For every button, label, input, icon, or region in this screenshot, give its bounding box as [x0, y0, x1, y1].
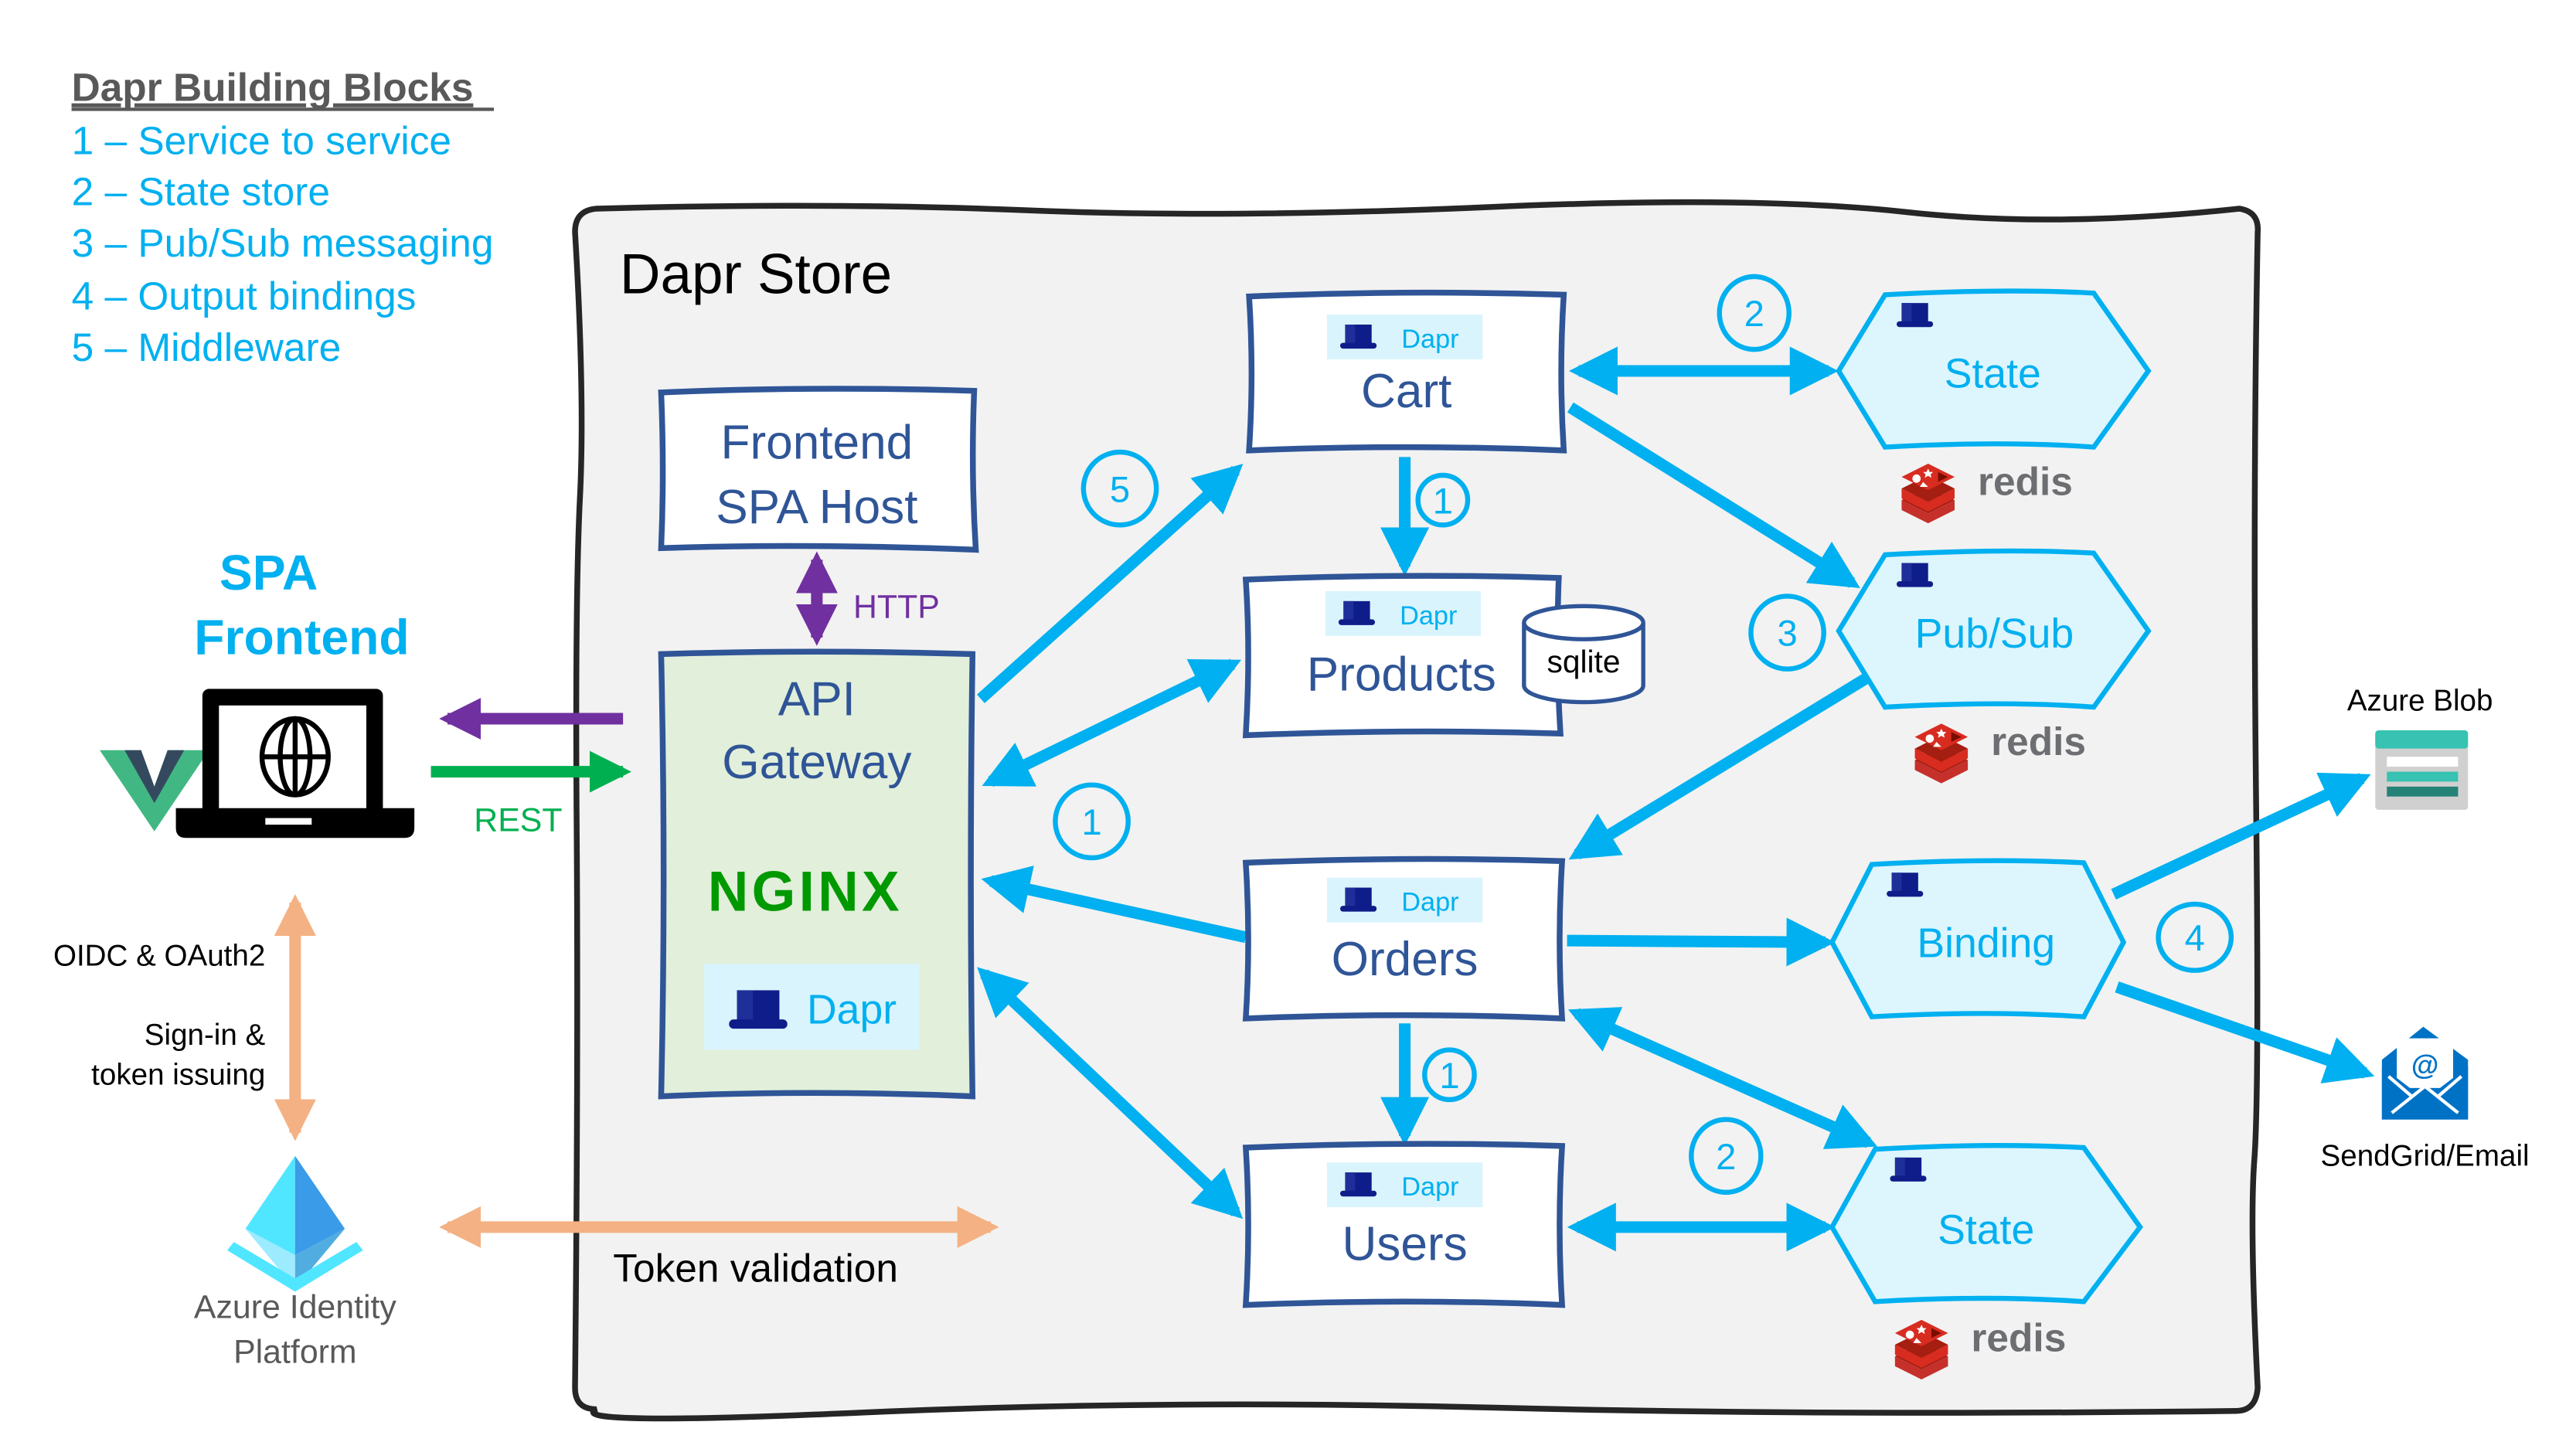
legend-item-state-store: 2 – State store [72, 169, 330, 214]
gateway-dapr-label: Dapr [807, 987, 897, 1032]
badge-4-circle [2156, 901, 2234, 973]
badge-5: 5 [1110, 468, 1130, 509]
svg-text:@: @ [2411, 1049, 2438, 1081]
legend-item-middleware: 5 – Middleware [72, 325, 342, 369]
badge-1-orders-users-circle [1422, 1047, 1477, 1103]
sendgrid-label: SendGrid/Email [2321, 1140, 2530, 1173]
legend-item-pubsub: 3 – Pub/Sub messaging [72, 220, 494, 265]
users-state-component[interactable]: State [1829, 1143, 2143, 1304]
redis-label: redis [1971, 1315, 2066, 1360]
arrow-orders-binding [1567, 917, 1836, 967]
products-name: Products [1307, 648, 1496, 702]
token-validation-label: Token validation [613, 1246, 898, 1291]
users-state-name: State [1938, 1207, 2034, 1253]
badge-1-gateway-orders-circle [1053, 782, 1131, 861]
pubsub-name: Pub/Sub [1915, 611, 2074, 657]
sendgrid-email-icon[interactable]: @ [2381, 1026, 2469, 1120]
laptop-globe-icon [175, 689, 415, 838]
binding-name: Binding [1917, 921, 2055, 967]
redis-users-state: redis [1894, 1315, 2066, 1379]
badge-1-gateway-orders: 1 [1081, 801, 1101, 842]
badge-1-orders-users: 1 [1439, 1055, 1459, 1096]
signin-label-line2: token issuing [91, 1059, 265, 1092]
vue-logo-icon [100, 750, 209, 832]
cart-state-component[interactable]: State [1836, 288, 2152, 450]
badge-5-circle [1080, 449, 1159, 528]
cart-name: Cart [1361, 365, 1451, 418]
nginx-logo: NGINX [708, 861, 903, 923]
gateway-line1: API [778, 673, 856, 726]
arrow-gateway-users [977, 967, 1244, 1219]
dapr-hat-icon [1340, 1172, 1377, 1197]
redis-pubsub: redis [1914, 719, 2086, 784]
badge-1-cart-products-circle [1415, 472, 1471, 528]
arrow-pubsub-orders [1568, 674, 1869, 860]
products-service-box[interactable]: Dapr Products sqlite [1242, 573, 1645, 739]
cart-dapr-label: Dapr [1401, 325, 1458, 354]
frontend-host-line2: SPA Host [716, 481, 917, 534]
frontend-spa-host-box[interactable]: Frontend SPA Host [658, 386, 979, 553]
pubsub-component[interactable]: Pub/Sub [1836, 548, 2152, 710]
sqlite-label: sqlite [1547, 644, 1620, 679]
badge-1-cart-products: 1 [1433, 480, 1453, 521]
sqlite-db-icon: sqlite [1522, 604, 1645, 705]
redis-cart-state: redis [1901, 459, 2073, 524]
badge-3: 3 [1777, 613, 1797, 654]
badge-2-cart: 2 [1744, 293, 1764, 334]
signin-label-line1: Sign-in & [145, 1019, 266, 1052]
orders-dapr-label: Dapr [1401, 888, 1458, 917]
orders-service-box[interactable]: Dapr Orders [1242, 855, 1566, 1022]
orders-name: Orders [1332, 933, 1479, 986]
http-label: HTTP [853, 588, 940, 625]
cart-service-box[interactable]: Dapr Cart [1246, 289, 1567, 454]
spa-title-line2: Frontend [194, 609, 409, 665]
arrow-cart-pubsub [1567, 402, 1860, 588]
users-name: Users [1342, 1218, 1467, 1271]
azure-blob-icon[interactable] [2375, 730, 2469, 810]
azure-blob-label: Azure Blob [2347, 684, 2493, 717]
arrow-orders-state [1567, 1007, 1878, 1149]
dapr-hat-icon [1897, 563, 1934, 587]
users-dapr-label: Dapr [1401, 1172, 1458, 1202]
legend-item-service-to-service: 1 – Service to service [72, 117, 451, 162]
dapr-hat-icon [1887, 872, 1924, 897]
oidc-label: OIDC & OAuth2 [53, 939, 265, 972]
api-gateway-box[interactable]: API Gateway NGINX Dapr [658, 648, 976, 1100]
badge-4: 4 [2185, 917, 2205, 958]
badge-2-cart-circle [1717, 274, 1792, 352]
legend: Dapr Building Blocks 1 – Service to serv… [72, 65, 495, 369]
cart-state-name: State [1945, 351, 2041, 396]
connections [976, 346, 2375, 1252]
redis-label: redis [1978, 459, 2073, 504]
dapr-hat-icon [1338, 600, 1375, 625]
dapr-hat-icon [1897, 303, 1934, 328]
identity-name-line1: Azure Identity [194, 1289, 397, 1326]
dapr-hat-icon [1890, 1157, 1927, 1182]
dapr-hat-icon [1340, 325, 1377, 349]
legend-item-output-bindings: 4 – Output bindings [72, 274, 417, 318]
binding-component[interactable]: Binding [1829, 858, 2127, 1020]
badge-3-circle [1748, 594, 1826, 672]
frontend-host-line1: Frontend [721, 417, 914, 470]
azure-identity-icon [227, 1155, 363, 1292]
gateway-line2: Gateway [722, 736, 911, 789]
identity-name-line2: Platform [233, 1334, 357, 1371]
arrow-gateway-products [982, 658, 1242, 787]
products-dapr-label: Dapr [1400, 601, 1457, 631]
users-service-box[interactable]: Dapr Users [1242, 1141, 1566, 1308]
dapr-hat-icon [1340, 887, 1377, 912]
dapr-store-title: Dapr Store [620, 243, 892, 305]
arrow-binding-blob [2111, 772, 2371, 900]
rest-label: REST [474, 802, 562, 839]
spa-title-line1: SPA [219, 545, 318, 600]
dapr-hat-icon [729, 990, 788, 1029]
redis-label: redis [1991, 719, 2086, 764]
arrow-binding-email [2115, 981, 2375, 1083]
legend-title: Dapr Building Blocks [72, 65, 474, 110]
badges [1053, 274, 2234, 1196]
badge-2-users-circle [1689, 1117, 1764, 1196]
arrow-orders-gateway [981, 866, 1247, 944]
badge-2-users: 2 [1716, 1136, 1736, 1177]
